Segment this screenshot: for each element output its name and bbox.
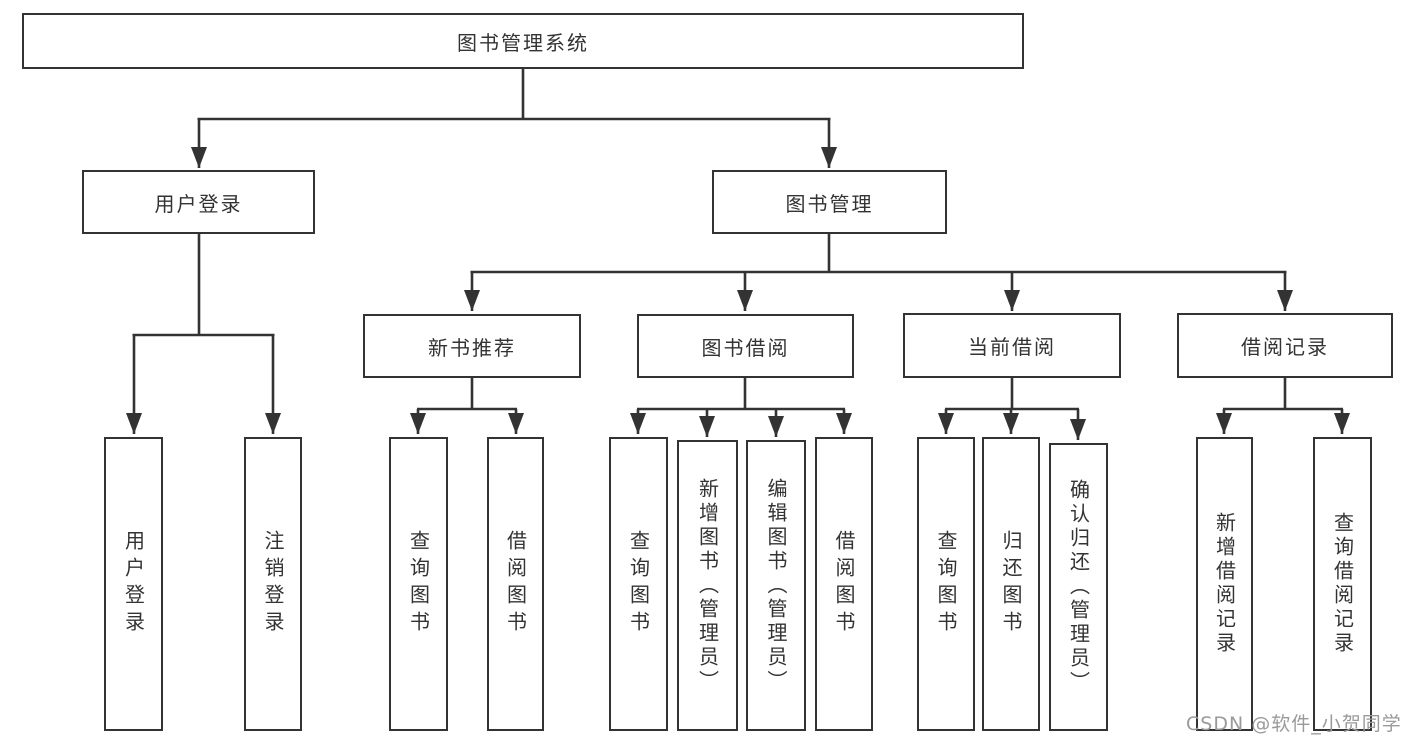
csdn-watermark: CSDN @软件_小贺同学 bbox=[1186, 713, 1402, 735]
node-label: 编辑图书（管理员） bbox=[764, 477, 788, 694]
leaf-logout-login: 注销登录 bbox=[244, 437, 302, 731]
node-label: 借阅记录 bbox=[1241, 335, 1329, 359]
connector-book-management-branch bbox=[464, 234, 1293, 311]
connector-current-borrow-branch bbox=[938, 378, 1086, 440]
node-label: 新增借阅记录 bbox=[1212, 512, 1237, 656]
leaf-add-books-admin: 新增图书（管理员） bbox=[677, 440, 738, 731]
leaf-confirm-return-admin: 确认归还（管理员） bbox=[1049, 443, 1108, 731]
node-label: 用户登录 bbox=[121, 530, 146, 638]
leaf-borrow-books-recommend: 借阅图书 bbox=[487, 437, 544, 731]
node-label: 查询图书 bbox=[934, 530, 958, 638]
leaf-edit-books-admin: 编辑图书（管理员） bbox=[746, 440, 806, 731]
node-label: 确认归还（管理员） bbox=[1066, 479, 1091, 695]
node-label: 查询图书 bbox=[406, 530, 431, 638]
node-user-login: 用户登录 bbox=[82, 170, 315, 234]
node-label: 借阅图书 bbox=[503, 530, 528, 638]
leaf-query-books-current: 查询图书 bbox=[917, 437, 975, 731]
connector-user-login-branch bbox=[126, 234, 281, 434]
node-label: 图书借阅 bbox=[701, 335, 790, 360]
node-label: 借阅图书 bbox=[832, 530, 856, 638]
leaf-user-login: 用户登录 bbox=[104, 437, 163, 731]
leaf-query-borrow-record: 查询借阅记录 bbox=[1313, 437, 1372, 731]
node-label: 图书管理 bbox=[785, 191, 874, 216]
node-label: 当前借阅 bbox=[968, 335, 1056, 359]
node-label: 归还图书 bbox=[999, 530, 1023, 638]
node-label: 查询图书 bbox=[626, 530, 651, 638]
node-new-book-recommend: 新书推荐 bbox=[363, 314, 581, 378]
leaf-query-books-borrowing: 查询图书 bbox=[609, 437, 668, 731]
leaf-return-books: 归还图书 bbox=[982, 437, 1040, 731]
node-current-borrowing: 当前借阅 bbox=[903, 313, 1121, 378]
connector-book-borrow-branch bbox=[630, 378, 852, 437]
connector-borrow-record-branch bbox=[1216, 378, 1350, 434]
leaf-query-books-recommend: 查询图书 bbox=[389, 437, 448, 731]
leaf-add-borrow-record: 新增借阅记录 bbox=[1196, 437, 1253, 731]
connector-root-to-level2 bbox=[191, 69, 837, 168]
node-label: 图书管理系统 bbox=[457, 30, 589, 55]
node-label: 用户登录 bbox=[154, 191, 243, 216]
node-book-management: 图书管理 bbox=[712, 170, 947, 234]
node-library-management-system: 图书管理系统 bbox=[22, 13, 1024, 69]
node-book-borrowing: 图书借阅 bbox=[637, 314, 854, 378]
connector-new-book-branch bbox=[410, 378, 524, 434]
node-label: 新书推荐 bbox=[428, 335, 516, 360]
node-borrowing-records: 借阅记录 bbox=[1177, 313, 1393, 378]
leaf-borrow-books: 借阅图书 bbox=[815, 437, 873, 731]
node-label: 注销登录 bbox=[261, 530, 285, 638]
node-label: 查询借阅记录 bbox=[1330, 512, 1355, 656]
node-label: 新增图书（管理员） bbox=[695, 477, 720, 694]
